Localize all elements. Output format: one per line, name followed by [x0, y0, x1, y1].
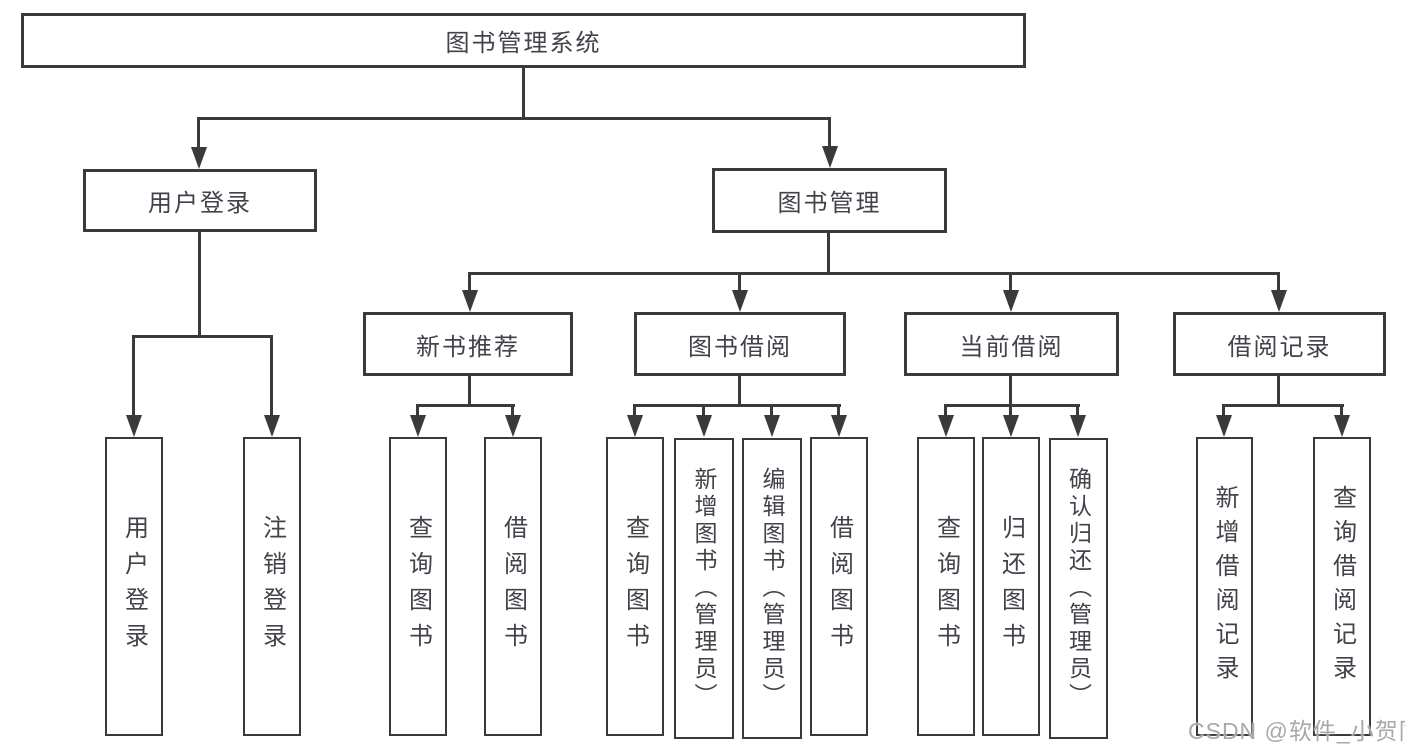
connector-arrow-down — [1334, 415, 1350, 437]
connector-arrow-down — [627, 415, 643, 437]
leaf-cb-return-books: 归还图书 — [982, 437, 1040, 736]
connector-arrow-down — [822, 146, 838, 168]
leaf-user-login-label: 用户登录 — [120, 514, 148, 659]
connector-line — [1009, 376, 1012, 407]
leaf-cb-confirm-return-admin: 确认归还（管理员） — [1049, 438, 1108, 739]
leaf-nbr-borrow-books-label: 借阅图书 — [499, 514, 527, 659]
node-book-borrowing-label: 图书借阅 — [688, 333, 792, 361]
connector-line — [1009, 404, 1012, 417]
node-current-borrowing: 当前借阅 — [904, 312, 1119, 376]
node-book-management: 图书管理 — [712, 168, 947, 233]
connector-line — [770, 404, 773, 417]
leaf-bb-borrow-books-label: 借阅图书 — [825, 514, 853, 659]
leaf-cb-query-books: 查询图书 — [917, 437, 975, 736]
node-borrowing-records: 借阅记录 — [1173, 312, 1386, 376]
leaf-nbr-query-books-label: 查询图书 — [404, 514, 432, 659]
node-library-system: 图书管理系统 — [21, 13, 1026, 68]
node-borrowing-records-label: 借阅记录 — [1227, 333, 1332, 361]
leaf-cb-query-books-label: 查询图书 — [932, 514, 960, 659]
connector-line — [416, 404, 419, 417]
connector-line — [197, 117, 831, 120]
connector-line — [270, 335, 273, 417]
leaf-nbr-borrow-books: 借阅图书 — [484, 437, 542, 736]
connector-arrow-down — [264, 415, 280, 437]
connector-line — [944, 404, 947, 417]
connector-line — [468, 272, 471, 292]
connector-line — [522, 68, 525, 120]
connector-line — [1277, 376, 1280, 407]
connector-arrow-down — [732, 290, 748, 312]
connector-arrow-down — [1070, 415, 1086, 437]
connector-arrow-down — [462, 290, 478, 312]
connector-arrow-down — [191, 147, 207, 169]
connector-line — [828, 117, 831, 149]
node-user-login-branch-label: 用户登录 — [148, 190, 252, 217]
connector-arrow-down — [1003, 415, 1019, 437]
connector-arrow-down — [1003, 290, 1019, 312]
connector-line — [827, 233, 830, 275]
connector-line — [1340, 404, 1343, 417]
connector-line — [416, 404, 515, 407]
leaf-bb-borrow-books: 借阅图书 — [810, 437, 868, 736]
connector-line — [633, 404, 841, 407]
connector-line — [1076, 404, 1079, 417]
node-new-book-recommend: 新书推荐 — [363, 312, 573, 376]
leaf-bb-query-books: 查询图书 — [606, 437, 664, 736]
leaf-nbr-query-books: 查询图书 — [389, 437, 447, 736]
leaf-br-add-record-label: 新增借阅记录 — [1211, 484, 1238, 689]
leaf-bb-add-books-admin: 新增图书（管理员） — [674, 438, 734, 739]
leaf-logout: 注销登录 — [243, 437, 301, 736]
node-new-book-recommend-label: 新书推荐 — [416, 333, 520, 361]
leaf-logout-label: 注销登录 — [258, 514, 286, 659]
leaf-user-login: 用户登录 — [105, 437, 163, 736]
connector-arrow-down — [831, 415, 847, 437]
leaf-cb-confirm-return-admin-label: 确认归还（管理员） — [1065, 467, 1092, 710]
node-user-login-branch: 用户登录 — [83, 169, 317, 232]
connector-line — [1009, 272, 1012, 292]
connector-line — [132, 335, 272, 338]
connector-line — [1222, 404, 1225, 417]
connector-line — [702, 404, 705, 417]
leaf-bb-add-books-admin-label: 新增图书（管理员） — [691, 467, 717, 710]
connector-line — [132, 335, 135, 417]
connector-line — [837, 404, 840, 417]
connector-arrow-down — [1271, 290, 1287, 312]
leaf-bb-edit-books-admin: 编辑图书（管理员） — [742, 438, 802, 739]
leaf-br-query-record-label: 查询借阅记录 — [1328, 484, 1356, 689]
connector-arrow-down — [410, 415, 426, 437]
leaf-cb-return-books-label: 归还图书 — [997, 514, 1025, 659]
connector-arrow-down — [505, 415, 521, 437]
connector-arrow-down — [1216, 415, 1232, 437]
connector-line — [468, 272, 1280, 275]
connector-line — [633, 404, 636, 417]
leaf-bb-edit-books-admin-label: 编辑图书（管理员） — [759, 467, 785, 710]
connector-line — [197, 117, 200, 149]
node-library-system-label: 图书管理系统 — [445, 30, 602, 57]
connector-line — [468, 376, 471, 407]
csdn-watermark: CSDN @软件_小贺同学 — [1188, 718, 1405, 744]
node-book-borrowing: 图书借阅 — [634, 312, 846, 376]
leaf-bb-query-books-label: 查询图书 — [621, 514, 649, 659]
connector-arrow-down — [126, 415, 142, 437]
connector-line — [511, 404, 514, 417]
node-current-borrowing-label: 当前借阅 — [959, 333, 1064, 361]
leaf-br-add-record: 新增借阅记录 — [1196, 437, 1253, 736]
connector-line — [198, 232, 201, 336]
connector-line — [944, 404, 1080, 407]
connector-line — [1277, 272, 1280, 292]
connector-line — [1222, 404, 1344, 407]
connector-line — [738, 376, 741, 407]
connector-line — [738, 272, 741, 292]
connector-arrow-down — [764, 415, 780, 437]
connector-arrow-down — [938, 415, 954, 437]
leaf-br-query-record: 查询借阅记录 — [1313, 437, 1371, 736]
node-book-management-label: 图书管理 — [777, 190, 882, 217]
connector-arrow-down — [696, 415, 712, 437]
